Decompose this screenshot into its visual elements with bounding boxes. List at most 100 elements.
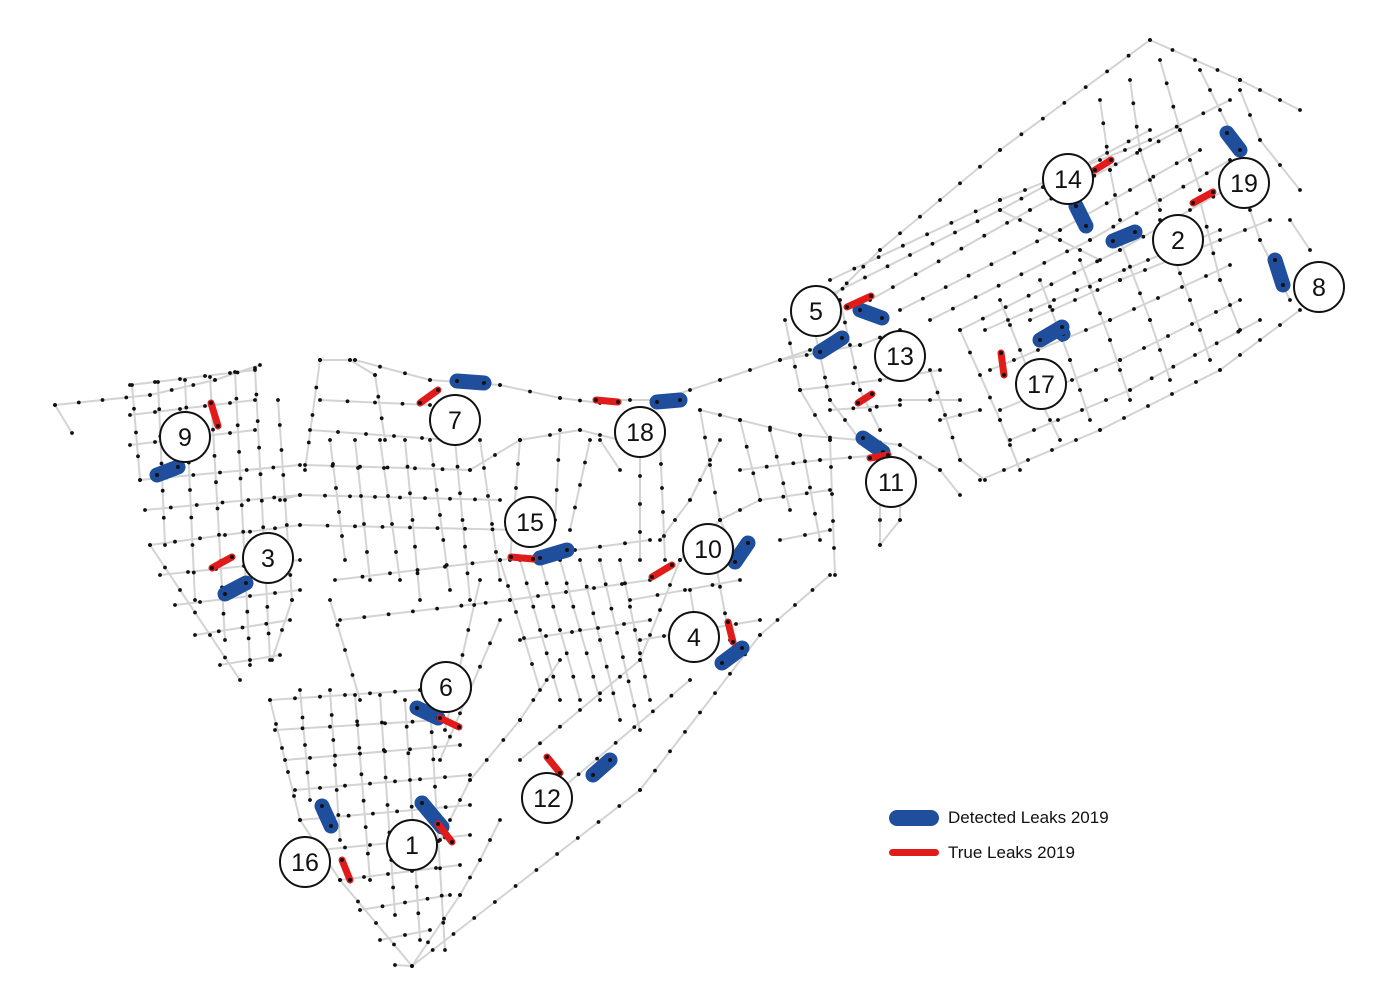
junction-node [393,779,397,784]
junction-node [53,403,57,407]
junction-node [544,678,549,682]
pipe-segment [819,129,1151,301]
junction-node [901,243,905,248]
junction-node [159,461,164,466]
junction-node [518,718,522,722]
leak-endpoint-node [818,350,822,354]
junction-node [398,495,402,500]
junction-node [1095,259,1099,264]
junction-node [558,628,562,632]
junction-node [513,884,518,888]
junction-node [775,618,780,622]
junction-node [1050,308,1055,312]
junction-node [831,519,835,523]
junction-node [403,698,407,702]
junction-node [1029,308,1033,312]
junction-node [173,539,177,544]
leak-label-circle [1152,214,1204,266]
junction-node [958,493,962,497]
pipe-segment [759,489,831,501]
junction-node [583,460,587,465]
junction-node [983,328,987,332]
pipe-segment [929,369,986,481]
junction-node [1215,68,1220,72]
junction-node [1132,307,1136,311]
junction-node [1028,208,1032,212]
junction-node [1122,416,1126,420]
junction-node [498,578,502,582]
junction-node [494,550,498,554]
junction-node [273,591,277,595]
junction-node [498,498,502,502]
junction-node [573,505,577,510]
junction-node [448,588,452,592]
junction-node [1070,378,1074,382]
junction-node [803,533,807,537]
pipe-segment [254,367,271,661]
junction-node [298,588,302,592]
junction-node [973,209,978,214]
junction-node [388,571,392,576]
junction-node [235,423,240,428]
junction-node [1258,238,1262,242]
junction-node [472,603,477,607]
leak-label-number: 6 [439,674,453,702]
junction-node [368,691,372,696]
junction-node [237,450,242,454]
junction-node [274,722,278,726]
junction-node [490,527,495,532]
junction-node [1171,104,1176,109]
junction-node [1019,272,1024,277]
junction-node [214,480,218,485]
leak-endpoint-node [1074,204,1078,208]
junction-node [522,636,526,640]
junction-node [638,502,642,506]
leak-endpoint-node [868,456,872,460]
junction-node [981,316,985,321]
junction-node [1118,278,1122,282]
junction-node [1194,380,1198,384]
junction-node [898,398,902,402]
leak-label-number: 11 [878,469,904,497]
junction-node [868,408,872,412]
leak-endpoint-node [1060,325,1064,329]
junction-node [938,198,942,202]
junction-node [355,723,360,727]
junction-node [218,470,222,475]
legend-item-detected: Detected Leaks 2019 [888,800,1168,835]
junction-node [688,498,692,502]
true-leak-marker [338,856,354,884]
leak-label-9: 9 [159,411,211,463]
leak-endpoint-node [1238,148,1242,152]
junction-node [1298,188,1302,192]
junction-node [1143,268,1147,272]
junction-node [433,784,437,789]
junction-node [1208,358,1212,362]
junction-node [1211,251,1216,256]
junction-node [153,440,157,444]
true-leak-marker [436,714,463,731]
junction-node [286,770,290,774]
junction-node [415,571,420,576]
pipe-segment [689,439,721,501]
junction-node [336,813,341,817]
junction-node [484,758,489,762]
junction-node [1098,311,1102,316]
junction-node [1156,296,1160,300]
junction-node [516,462,520,466]
junction-node [663,558,667,562]
junction-node [458,711,462,716]
junction-node [148,543,152,547]
junction-node [423,496,427,500]
junction-node [1006,318,1010,322]
junction-node [308,798,312,802]
junction-node [1198,188,1202,192]
junction-node [314,385,319,390]
junction-node [578,708,582,712]
junction-node [303,463,307,467]
junction-node [576,772,581,777]
junction-node [1078,388,1082,392]
junction-node [1038,228,1042,232]
junction-node [348,358,352,362]
leak-label-12: 12 [521,772,573,824]
